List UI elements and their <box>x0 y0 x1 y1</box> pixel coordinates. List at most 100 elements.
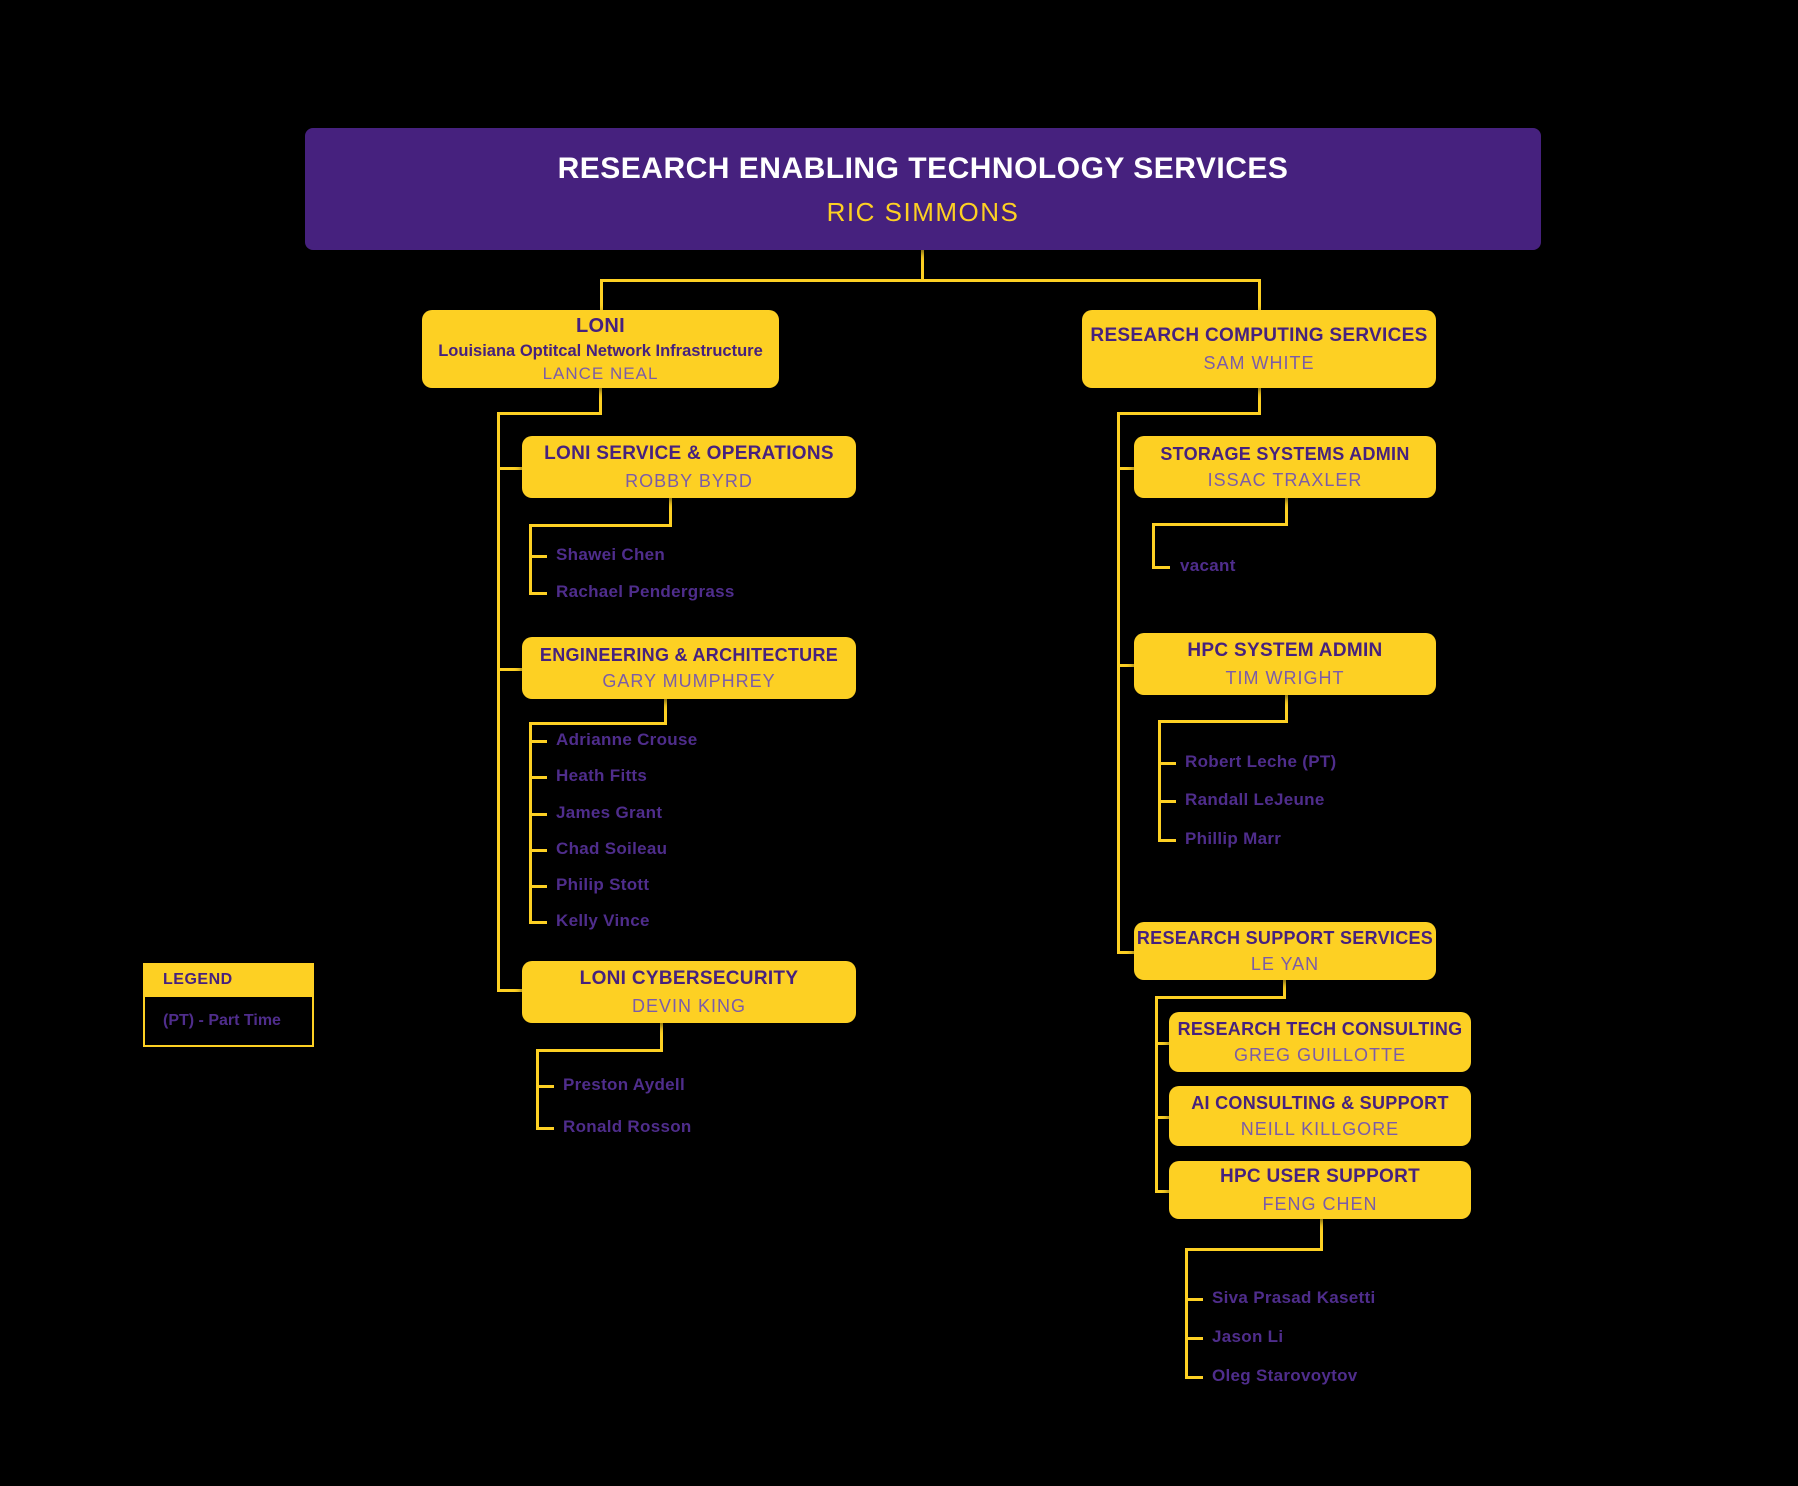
node-manager-name: ISSAC TRAXLER <box>1207 470 1363 490</box>
node-title: ENGINEERING & ARCHITECTURE <box>539 644 839 665</box>
connector-line <box>1185 1298 1203 1301</box>
connector-line <box>669 498 672 524</box>
node-manager-name: LANCE NEAL <box>542 364 659 384</box>
connector-line <box>1258 279 1261 310</box>
node-research-computing-services: RESEARCH COMPUTING SERVICES SAM WHITE <box>1082 310 1436 388</box>
connector-line <box>536 1085 554 1088</box>
connector-line <box>1155 1042 1169 1045</box>
connector-line <box>1283 980 1286 996</box>
member-name: Ronald Rosson <box>563 1117 692 1136</box>
node-hpc-system-admin: HPC SYSTEM ADMIN TIM WRIGHT <box>1134 633 1436 695</box>
node-manager-name: FENG CHEN <box>1262 1193 1378 1214</box>
connector-line <box>1285 695 1288 720</box>
node-title: RESEARCH SUPPORT SERVICES <box>1136 927 1434 948</box>
node-manager-name: LE YAN <box>1250 954 1320 974</box>
member-name: Jason Li <box>1212 1327 1284 1346</box>
legend-header: LEGEND <box>143 963 314 997</box>
connector-line <box>1158 720 1288 723</box>
node-research-support-services: RESEARCH SUPPORT SERVICES LE YAN <box>1134 922 1436 980</box>
member-name: Robert Leche (PT) <box>1185 752 1337 771</box>
connector-line <box>921 250 924 279</box>
connector-line <box>1117 664 1134 667</box>
node-engineering-architecture: ENGINEERING & ARCHITECTURE GARY MUMPHREY <box>522 637 856 699</box>
member-name: Heath Fitts <box>556 766 648 785</box>
legend-title: LEGEND <box>163 971 233 988</box>
connector-line <box>529 722 667 725</box>
connector-line <box>536 1049 663 1052</box>
legend-body: (PT) - Part Time <box>143 997 314 1047</box>
member-name: Preston Aydell <box>563 1075 685 1094</box>
connector-line <box>1117 951 1134 954</box>
connector-line <box>1117 467 1134 470</box>
connector-line <box>1155 996 1158 1190</box>
node-title: AI CONSULTING & SUPPORT <box>1191 1092 1449 1113</box>
connector-line <box>600 279 1261 282</box>
connector-line <box>1158 762 1176 765</box>
node-hpc-user-support: HPC USER SUPPORT FENG CHEN <box>1169 1161 1471 1219</box>
connector-line <box>1185 1376 1203 1379</box>
connector-line <box>497 668 522 671</box>
connector-line <box>497 467 522 470</box>
connector-line <box>660 1023 663 1049</box>
node-loni-service-operations: LONI SERVICE & OPERATIONS ROBBY BYRD <box>522 436 856 498</box>
org-root-manager-name: RIC SIMMONS <box>826 196 1020 227</box>
connector-line <box>529 592 547 595</box>
node-manager-name: GARY MUMPHREY <box>602 671 776 691</box>
node-title: LONI <box>576 314 625 337</box>
node-research-enabling-technology-services: RESEARCH ENABLING TECHNOLOGY SERVICES RI… <box>305 128 1541 250</box>
connector-line <box>1152 566 1170 569</box>
connector-line <box>529 524 672 527</box>
connector-line <box>529 722 532 921</box>
connector-line <box>529 524 532 592</box>
connector-line <box>536 1049 539 1127</box>
connector-line <box>529 849 547 852</box>
connector-line <box>1117 412 1120 951</box>
connector-line <box>1155 1190 1169 1193</box>
connector-line <box>529 776 547 779</box>
connector-line <box>600 279 603 310</box>
member-name: Rachael Pendergrass <box>556 582 735 601</box>
connector-line <box>497 412 602 415</box>
connector-line <box>1320 1219 1323 1248</box>
node-manager-name: ROBBY BYRD <box>625 470 753 491</box>
member-name: Shawei Chen <box>556 545 666 564</box>
node-loni: LONI Louisiana Optitcal Network Infrastr… <box>422 310 779 388</box>
node-manager-name: DEVIN KING <box>631 995 747 1016</box>
connector-line <box>529 813 547 816</box>
connector-line <box>529 921 547 924</box>
connector-line <box>497 412 500 992</box>
member-name: Kelly Vince <box>556 911 650 930</box>
node-title: RESEARCH COMPUTING SERVICES <box>1090 324 1428 346</box>
member-name: vacant <box>1180 556 1236 575</box>
node-title: RESEARCH TECH CONSULTING <box>1177 1018 1463 1039</box>
legend-entry-part-time: (PT) - Part Time <box>163 1012 281 1029</box>
node-manager-name: NEILL KILLGORE <box>1240 1119 1400 1139</box>
member-name: Randall LeJeune <box>1185 790 1325 809</box>
member-name: Chad Soileau <box>556 839 668 858</box>
member-name: Siva Prasad Kasetti <box>1212 1288 1376 1307</box>
connector-line <box>1152 523 1155 566</box>
connector-line <box>529 740 547 743</box>
node-manager-name: GREG GUILLOTTE <box>1233 1045 1407 1065</box>
connector-line <box>1258 388 1261 412</box>
node-ai-consulting-support: AI CONSULTING & SUPPORT NEILL KILLGORE <box>1169 1086 1471 1146</box>
org-root-title: RESEARCH ENABLING TECHNOLOGY SERVICES <box>557 152 1289 185</box>
connector-line <box>529 885 547 888</box>
node-research-tech-consulting: RESEARCH TECH CONSULTING GREG GUILLOTTE <box>1169 1012 1471 1072</box>
connector-line <box>1285 498 1288 523</box>
node-subtitle: Louisiana Optitcal Network Infrastructur… <box>438 341 763 360</box>
member-name: Philip Stott <box>556 875 650 894</box>
member-name: Oleg Starovoytov <box>1212 1366 1358 1385</box>
connector-line <box>497 989 522 992</box>
member-name: James Grant <box>556 803 663 822</box>
connector-line <box>1117 412 1261 415</box>
node-title: HPC SYSTEM ADMIN <box>1187 639 1383 661</box>
connector-line <box>1152 523 1288 526</box>
connector-line <box>1155 996 1286 999</box>
node-loni-cybersecurity: LONI CYBERSECURITY DEVIN KING <box>522 961 856 1023</box>
connector-line <box>664 699 667 722</box>
node-title: STORAGE SYSTEMS ADMIN <box>1160 443 1410 464</box>
connector-line <box>1155 1116 1169 1119</box>
node-manager-name: TIM WRIGHT <box>1225 667 1345 688</box>
